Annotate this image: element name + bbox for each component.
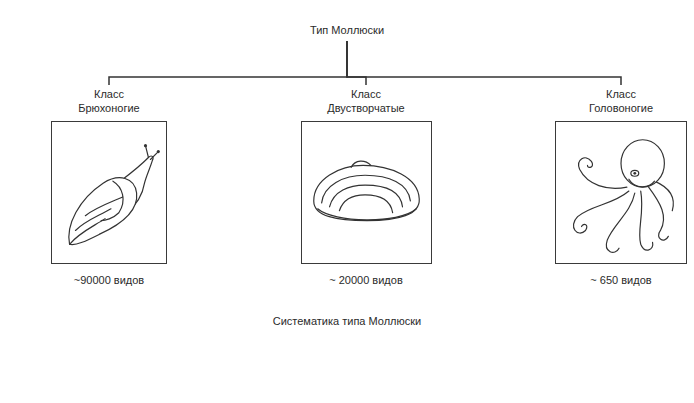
- tree-connector: [109, 41, 347, 85]
- phylum-node: Тип Моллюски: [306, 22, 388, 38]
- species-count: ~ 650 видов: [555, 273, 687, 287]
- picture-frame: [51, 121, 167, 264]
- species-count: ~90000 видов: [51, 273, 167, 287]
- picture-frame: [301, 121, 432, 264]
- class-heading: Класс Двустворчатые: [327, 87, 404, 115]
- class-heading: Класс Брюхоногие: [78, 87, 139, 115]
- clam-illustration: [302, 122, 431, 263]
- picture-frame: [555, 121, 687, 264]
- tree-connector: [347, 41, 366, 85]
- class-node: Класс Брюхоногие ~90000 видов: [51, 87, 167, 287]
- species-count: ~ 20000 видов: [301, 273, 432, 287]
- class-heading: Класс Головоногие: [589, 87, 653, 115]
- octopus-illustration: [556, 122, 686, 263]
- class-node: Класс Двустворчатые ~ 20000 видов: [301, 87, 432, 287]
- figure-caption: Систематика типа Моллюски: [0, 314, 694, 328]
- class-node: Класс Головоногие ~ 650 видов: [555, 87, 687, 287]
- snail-illustration: [52, 122, 166, 263]
- tree-connector: [347, 41, 621, 85]
- phylum-label: Тип Моллюски: [306, 22, 388, 38]
